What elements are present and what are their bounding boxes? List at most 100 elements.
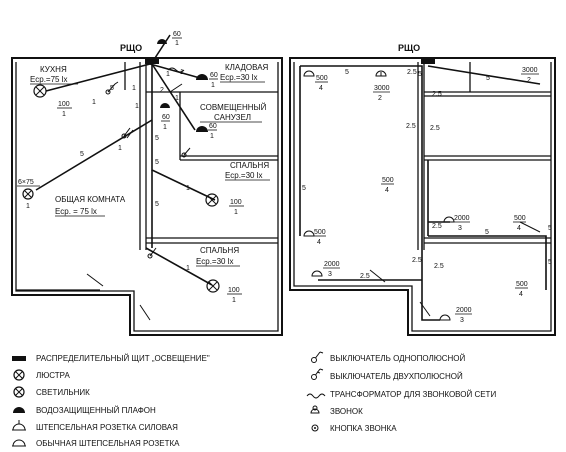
wire-count: 5 (155, 159, 159, 166)
wire-count: 2.5 (412, 257, 422, 264)
bath-fixture-top: 60 (209, 123, 217, 130)
bed1-fixture-bot: 1 (234, 209, 238, 216)
power-socket-icon (311, 270, 323, 277)
legend-text: ВЫКЛЮЧАТЕЛЬ ОДНОПОЛЮСНОЙ (330, 354, 466, 363)
chandelier-icon (13, 369, 25, 381)
right-bedroom2-wall (424, 237, 551, 244)
bed2-fixture-top: 100 (228, 287, 240, 294)
kitchen-norm: Еср.=75 lx (30, 75, 68, 84)
door-swing (519, 221, 541, 233)
socket-f-top: 2000 (454, 215, 470, 222)
wire-count: 1 (166, 71, 170, 78)
legend-text: ВЫКЛЮЧАТЕЛЬ ДВУХПОЛЮСНОЙ (330, 372, 463, 381)
power-socket-icon (375, 70, 387, 77)
socket-d-bot: 4 (385, 187, 389, 194)
wire-main (300, 65, 440, 321)
storage-fixture-bot: 1 (211, 82, 215, 89)
wire-count: 5 (485, 229, 489, 236)
power-socket-icon (12, 420, 26, 431)
legend-text: РАСПРЕДЕЛИТЕЛЬНЫЙ ЩИТ „ОСВЕЩЕНИЕ" (36, 354, 210, 363)
waterproof-ceiling-icon (157, 39, 167, 44)
bell-button-icon (311, 424, 319, 432)
socket-c-bot: 2 (527, 77, 531, 84)
left-inner-wall (15, 62, 279, 332)
socket-icon (12, 439, 26, 447)
wire-bath (151, 63, 196, 131)
door-swing (169, 83, 183, 93)
socket-i-top: 500 (516, 281, 528, 288)
kitchen-fixture-top: 100 (58, 101, 70, 108)
socket-f-bot: 3 (458, 225, 462, 232)
wire-storage (149, 63, 201, 79)
single-switch-icon (311, 351, 324, 363)
bell-icon (310, 405, 320, 414)
living-name: ОБЩАЯ КОМНАТА (55, 195, 126, 204)
socket-g-bot: 4 (517, 225, 521, 232)
wire-count: 2.5 (434, 263, 444, 270)
bath-fixture-bot: 1 (210, 133, 214, 140)
panel-feeder (154, 34, 171, 59)
wire-count: 2.5 (432, 91, 442, 98)
kitchen-name: КУХНЯ (40, 65, 67, 74)
legend-text: ШТЕПСЕЛЬНАЯ РОЗЕТКА СИЛОВАЯ (36, 423, 178, 432)
wire-count: 2.5 (432, 223, 442, 230)
socket-j-top: 2000 (456, 307, 472, 314)
socket-b-bot: 2 (378, 95, 382, 102)
socket-j-bot: 3 (460, 317, 464, 324)
wire-count: 1 (132, 85, 136, 92)
legend-text: ЛЮСТРА (36, 371, 70, 380)
wire-count: 1 (175, 95, 179, 102)
kitchen-fixture-bot: 1 (62, 111, 66, 118)
wire-count: 2 (160, 87, 164, 94)
chandelier-icon (33, 84, 47, 98)
wire-count: 5 (548, 259, 552, 266)
bedroom2-norm: Еср.=30 lx (196, 257, 234, 266)
socket-a-top: 500 (316, 75, 328, 82)
right-outer-wall (289, 57, 556, 336)
wire-storage (427, 65, 541, 85)
waterproof-ceiling-icon (160, 103, 170, 108)
living-fixture: 6×75 (18, 179, 34, 186)
left-outer-wall (11, 57, 283, 336)
right-storage-wall (424, 91, 551, 97)
legend: РАСПРЕДЕЛИТЕЛЬНЫЙ ЩИТ „ОСВЕЩЕНИЕ" ЛЮСТРА… (12, 351, 496, 448)
double-switch-icon (121, 133, 127, 139)
wire-count: 5 (155, 135, 159, 142)
wire-count: 5 (302, 185, 306, 192)
door-swing (86, 273, 104, 287)
socket-g-top: 500 (514, 215, 526, 222)
wire-count: 1 (186, 185, 190, 192)
bedroom1-norm: Еср.=30 lx (225, 171, 263, 180)
wire-count: 5 (418, 71, 422, 78)
bed1-fixture-top: 100 (230, 199, 242, 206)
wire-count: 1 (92, 99, 96, 106)
waterproof-ceiling-icon (13, 407, 25, 413)
right-inner-wall (293, 62, 552, 332)
legend-text: ВОДОЗАЩИЩЕННЫЙ ПЛАФОН (36, 406, 156, 415)
wire-count: 1 (180, 69, 184, 76)
wire-count: 5 (110, 85, 114, 92)
wire-bed2 (428, 235, 547, 290)
double-switch-icon (311, 368, 324, 380)
storage-wall (146, 91, 278, 160)
bedroom2-wall (146, 237, 278, 244)
wire-kitchen (45, 63, 151, 92)
socket-h-bot: 3 (328, 271, 332, 278)
socket-c-top: 3000 (522, 67, 538, 74)
panel-label-right: РЩО (398, 43, 420, 53)
lamp-icon (206, 279, 220, 293)
socket-d-top: 500 (382, 177, 394, 184)
waterproof-ceiling-icon (196, 74, 208, 80)
socket-icon (303, 230, 315, 237)
panel-value-top: 60 (173, 31, 181, 38)
wire-count: 5 (80, 151, 84, 158)
wire-count: 1 (186, 265, 190, 272)
right-plan: РЩО 500 4 3000 2 3000 2 500 4 500 4 2000 (289, 43, 556, 336)
wire-count: 5 (155, 201, 159, 208)
bath-name-2: САНУЗЕЛ (214, 113, 251, 122)
panel-value-bot: 1 (175, 40, 179, 47)
panel-icon (12, 356, 26, 361)
legend-text: СВЕТИЛЬНИК (36, 388, 90, 397)
living-fixture-bot: 1 (26, 203, 30, 210)
bedroom1-wall (180, 155, 278, 161)
